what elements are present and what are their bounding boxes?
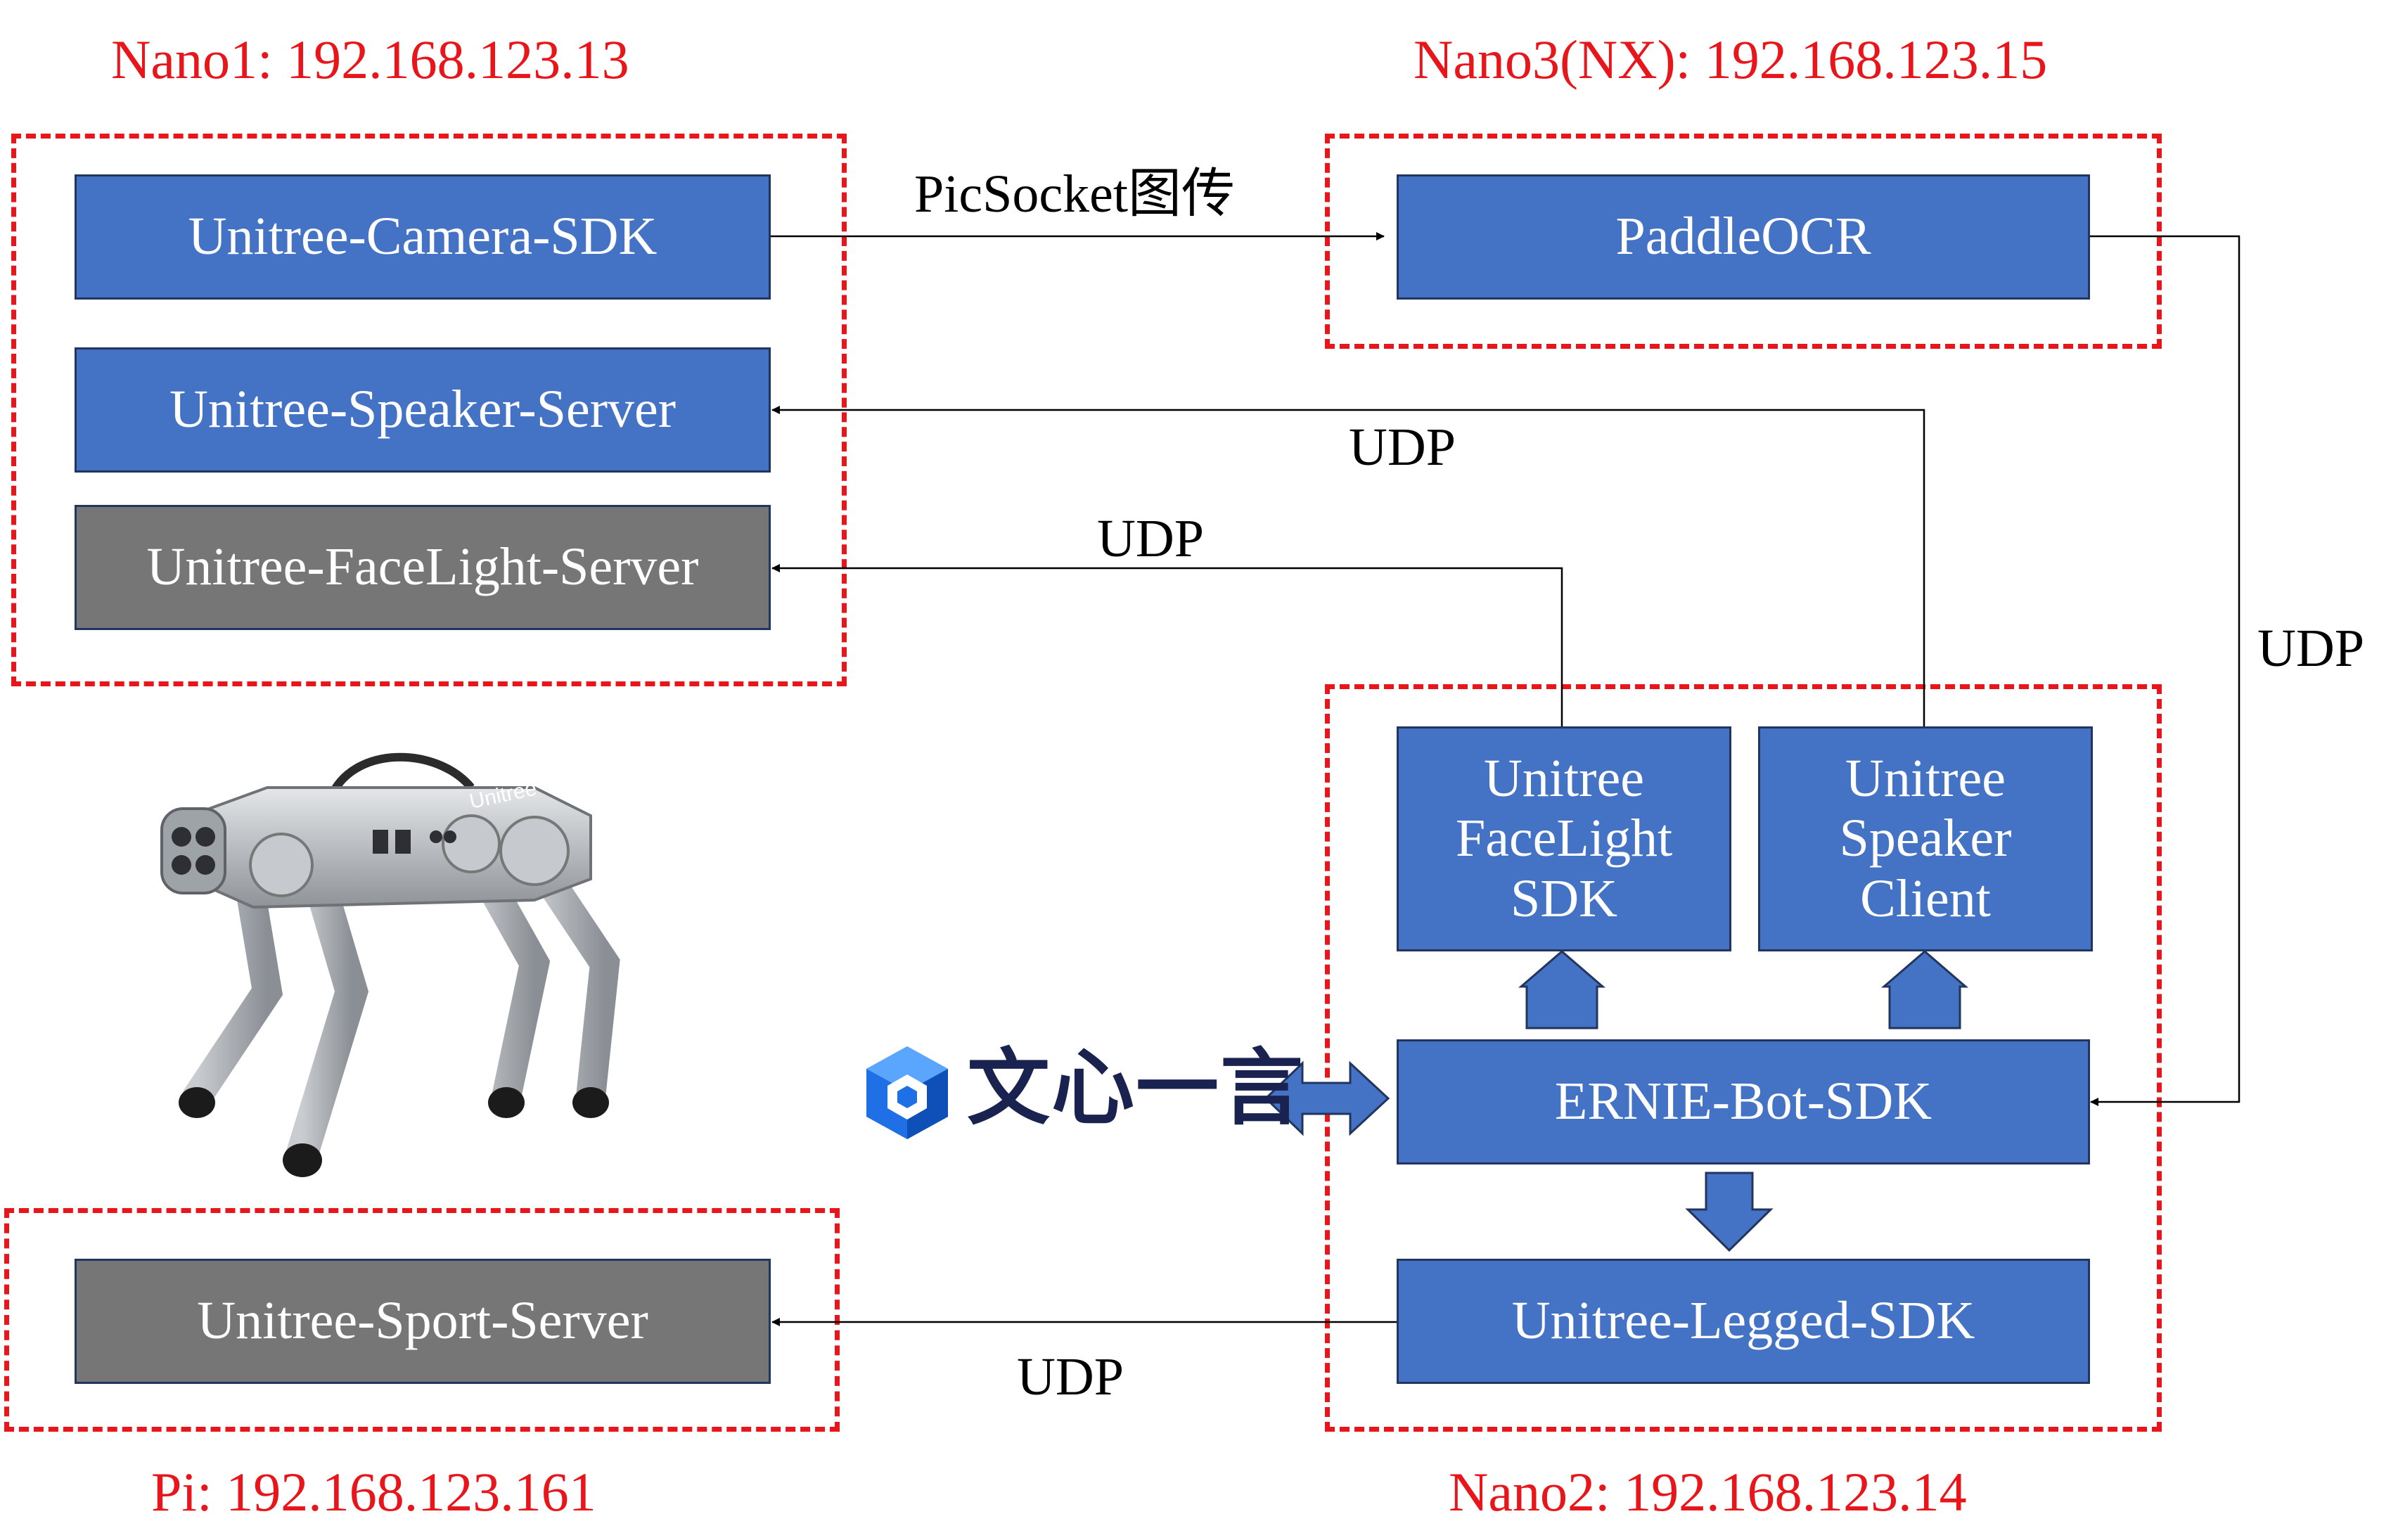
paddleocr-box: PaddleOCR	[1397, 174, 2090, 300]
ernie-bidirectional-arrow	[1264, 1060, 1390, 1136]
nano3-label: Nano3(NX): 192.168.123.15	[1414, 29, 2048, 90]
speaker-server-box: Unitree-Speaker-Server	[75, 347, 771, 473]
ernie-cube-icon	[866, 1046, 948, 1139]
ernie-name: 文心一言	[967, 1039, 1305, 1136]
ernie-bot-sdk-box: ERNIE-Bot-SDK	[1397, 1039, 2090, 1164]
client-to-speaker-line	[771, 406, 1925, 726]
nano1-label: Nano1: 192.168.123.13	[111, 29, 629, 90]
nano2-label: Nano2: 192.168.123.14	[1449, 1461, 1967, 1522]
facelight-to-server-line	[771, 564, 1563, 726]
legged-sdk-box: Unitree-Legged-SDK	[1397, 1259, 2090, 1384]
robot-dog-image: Unitree	[160, 752, 620, 1177]
sport-server-box: Unitree-Sport-Server	[75, 1259, 771, 1384]
picsocket-label: PicSocket图传	[914, 165, 1235, 224]
pi-label: Pi: 192.168.123.161	[151, 1461, 596, 1522]
udp-facelight-label: UDP	[1097, 509, 1205, 568]
facelight-up-arrow	[1518, 950, 1606, 1029]
facelight-sdk-box: Unitree FaceLight SDK	[1397, 726, 1731, 951]
speaker-client-box: Unitree Speaker Client	[1758, 726, 2093, 951]
udp-ocr-label: UDP	[2257, 619, 2365, 678]
nano2-group	[1325, 684, 2162, 1432]
udp-speaker-label: UDP	[1349, 418, 1456, 477]
facelight-server-box: Unitree-FaceLight-Server	[75, 505, 771, 630]
camera-sdk-box: Unitree-Camera-SDK	[75, 174, 771, 300]
legged-down-arrow	[1685, 1172, 1774, 1252]
ocr-to-ernie-line	[2089, 235, 2241, 1106]
udp-sport-label: UDP	[1017, 1347, 1124, 1406]
speaker-up-arrow	[1880, 950, 1969, 1029]
nano3-group	[1325, 134, 2162, 349]
pi-group	[4, 1208, 840, 1432]
ernie-logo: 文心一言	[858, 1034, 1303, 1153]
